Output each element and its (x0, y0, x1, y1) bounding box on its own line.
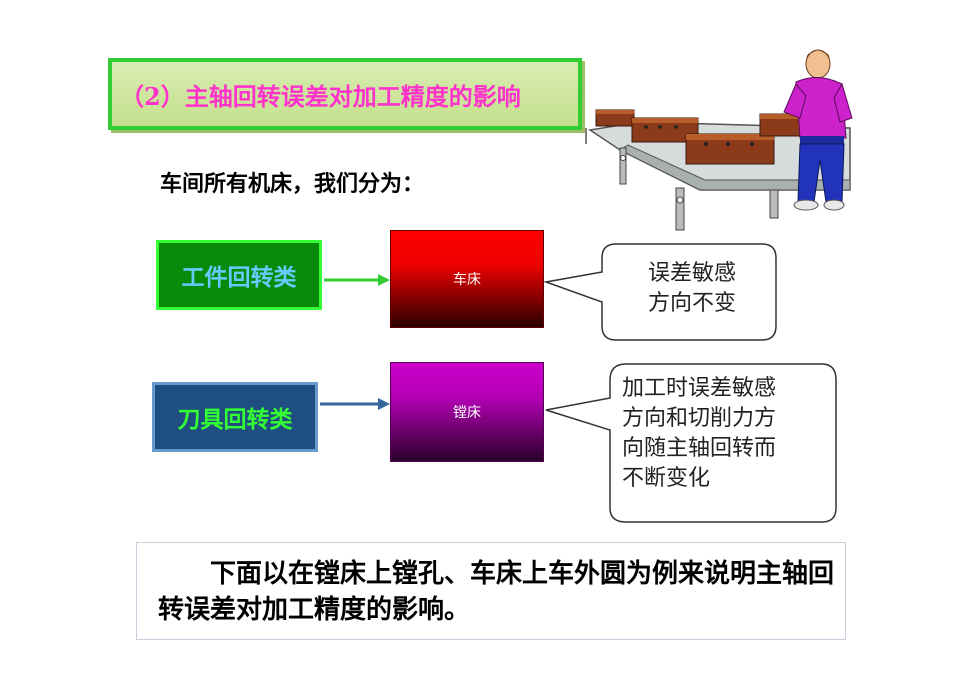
intro-text: 车间所有机床，我们分为： (160, 171, 425, 197)
summary-text: 下面以在镗床上镗孔、车床上车外圆为例来说明主轴回转误差对加工精度的影响。 (158, 559, 835, 625)
callout-bubble-1 (543, 243, 777, 341)
callout-1-line: 方向不变 (647, 291, 736, 316)
summary-box (136, 542, 846, 640)
callout-2-line: 向随主轴回转而 (622, 436, 777, 461)
category-tool-rotation: 刀具回转类 (152, 382, 318, 452)
callout-bubble-2 (545, 363, 837, 523)
machine-boring: 镗床 (390, 362, 544, 462)
machine-lathe: 车床 (390, 230, 544, 328)
callout-2-line: 方向和切削力方 (622, 406, 777, 431)
box-icon (595, 109, 635, 127)
callout-2-line: 不断变化 (622, 466, 711, 491)
callout-1-line: 误差敏感 (647, 261, 736, 286)
callout-text-2: 加工时误差敏感 方向和切削力方 向随主轴回转而 不断变化 (622, 374, 844, 494)
worker-illustration (783, 49, 853, 211)
title-box: （2）主轴回转误差对加工精度的影响 (108, 58, 582, 130)
callout-2-line: 加工时误差敏感 (622, 376, 777, 401)
page-title: （2）主轴回转误差对加工精度的影响 (120, 81, 521, 111)
callout-text-1: 误差敏感 方向不变 (632, 259, 752, 319)
box-icon (631, 117, 699, 143)
category-workpiece-rotation: 工件回转类 (156, 240, 322, 310)
conveyor-leg (675, 187, 685, 231)
box-icon (685, 133, 775, 165)
